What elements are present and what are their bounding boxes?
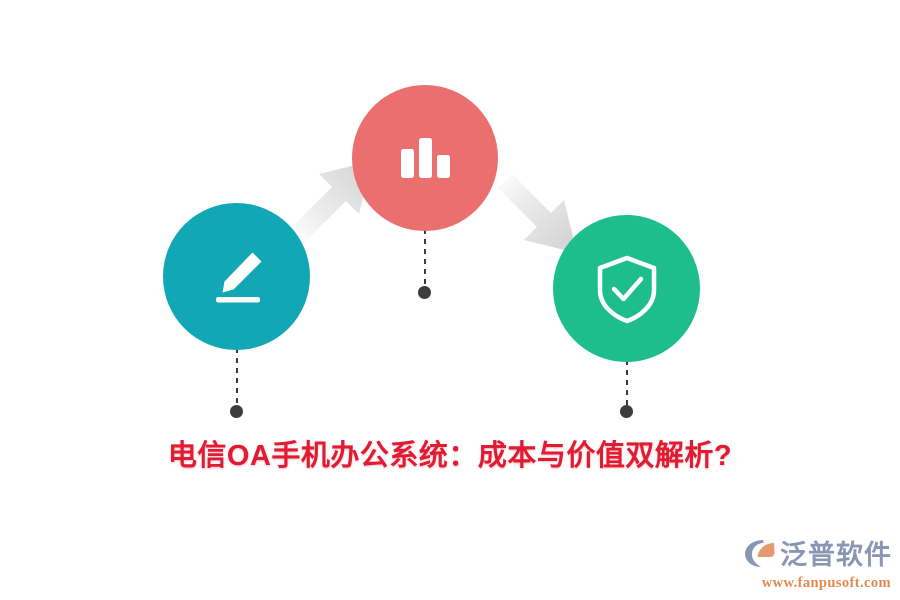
arrow-chart-to-shield bbox=[492, 172, 588, 261]
connector-dot-edit bbox=[230, 405, 243, 418]
logo-company-name: 泛普软件 bbox=[780, 540, 892, 571]
flow-node-shield[interactable] bbox=[553, 215, 700, 362]
pencil-edit-icon bbox=[200, 240, 274, 314]
arrow-edit-to-chart bbox=[288, 158, 382, 245]
logo-row: 泛普软件 bbox=[743, 538, 892, 573]
connector-line-shield bbox=[626, 360, 628, 408]
bar-chart-icon bbox=[391, 124, 459, 192]
brand-logo[interactable]: 泛普软件 www.fanpusoft.com bbox=[743, 538, 892, 592]
connector-dot-chart bbox=[418, 286, 431, 299]
flow-node-edit[interactable] bbox=[163, 203, 310, 350]
connector-line-edit bbox=[236, 348, 238, 408]
page-title: 电信OA手机办公系统：成本与价值双解析? bbox=[167, 440, 733, 472]
shield-check-icon bbox=[588, 250, 666, 328]
connector-dot-shield bbox=[620, 405, 633, 418]
flow-node-chart[interactable] bbox=[352, 85, 498, 231]
connector-line-chart bbox=[424, 229, 426, 289]
fanpu-c-mark-icon bbox=[743, 538, 777, 573]
logo-website-url: www.fanpusoft.com bbox=[761, 575, 891, 591]
